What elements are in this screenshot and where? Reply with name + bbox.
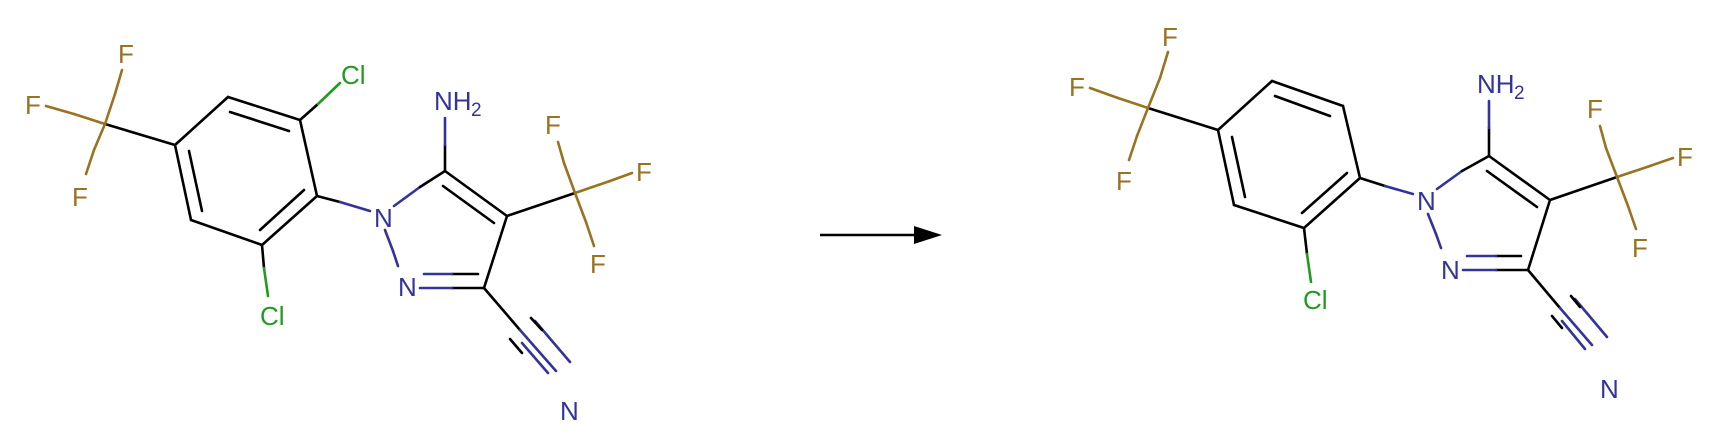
product-aryl-n1-bond-n [1383,184,1415,196]
reactant-fluorine-1: F [118,39,134,69]
product-amino-subscript: 2 [1514,83,1525,104]
product-pyrazole-cf3 [1548,124,1675,231]
reactant-nitrile [482,286,572,375]
reactant-amino-subscript: 2 [471,100,482,121]
product-chlorine-bond-cl [1305,252,1313,284]
product-fluorine-6: F [1632,233,1648,263]
reactant-n2: N [398,272,417,302]
reactant-nitrile-n: N [560,396,579,426]
reactant-aryl-n1-bond [315,194,342,204]
product-chlorine: Cl [1303,285,1328,315]
product-molecule [1088,50,1675,351]
product-fluorine-3: F [1116,166,1132,196]
reactant-pyrazole-cf3 [505,140,634,248]
product-benzene-ring [1216,79,1362,230]
product-pyrazole-ring [1426,154,1552,272]
reactant-molecule [44,68,634,375]
reactant-benzene-ring [173,95,319,247]
reaction-arrow [820,226,942,244]
reactant-chlorine-bottom: Cl [260,301,285,331]
reactant-atom-labels: F F F Cl Cl N N NH 2 F F F N [25,39,652,426]
reactant-aryl-cf3 [44,68,177,176]
reactant-pyrazole-ring [383,169,509,290]
reactant-n1: N [374,203,393,233]
reactant-amino-label: NH [434,86,472,116]
product-nitrile-n: N [1600,374,1619,404]
product-aryl-cf3 [1088,50,1220,162]
reactant-fluorine-2: F [25,90,41,120]
reactant-chlorine-top: Cl [341,60,366,90]
product-fluorine-4: F [1587,94,1603,124]
reactant-chlorine-bonds [260,81,342,298]
reactant-fluorine-3: F [72,182,88,212]
product-fluorine-2: F [1069,72,1085,102]
reaction-arrow-head [914,226,942,244]
reactant-fluorine-4: F [545,110,561,140]
reactant-fluorine-5: F [636,157,652,187]
product-aryl-n1-bond [1358,176,1387,188]
product-fluorine-1: F [1162,22,1178,52]
product-fluorine-5: F [1677,142,1693,172]
reactant-fluorine-6: F [590,249,606,279]
product-amino-label: NH [1477,69,1515,99]
product-atom-labels: F F F Cl N N NH 2 F F F N [1069,22,1693,404]
product-n2: N [1441,255,1460,285]
product-n1: N [1417,186,1436,216]
product-chlorine-bond [1302,226,1309,256]
product-nitrile [1526,268,1609,351]
reactant-aryl-n1-bond-n [338,200,372,213]
